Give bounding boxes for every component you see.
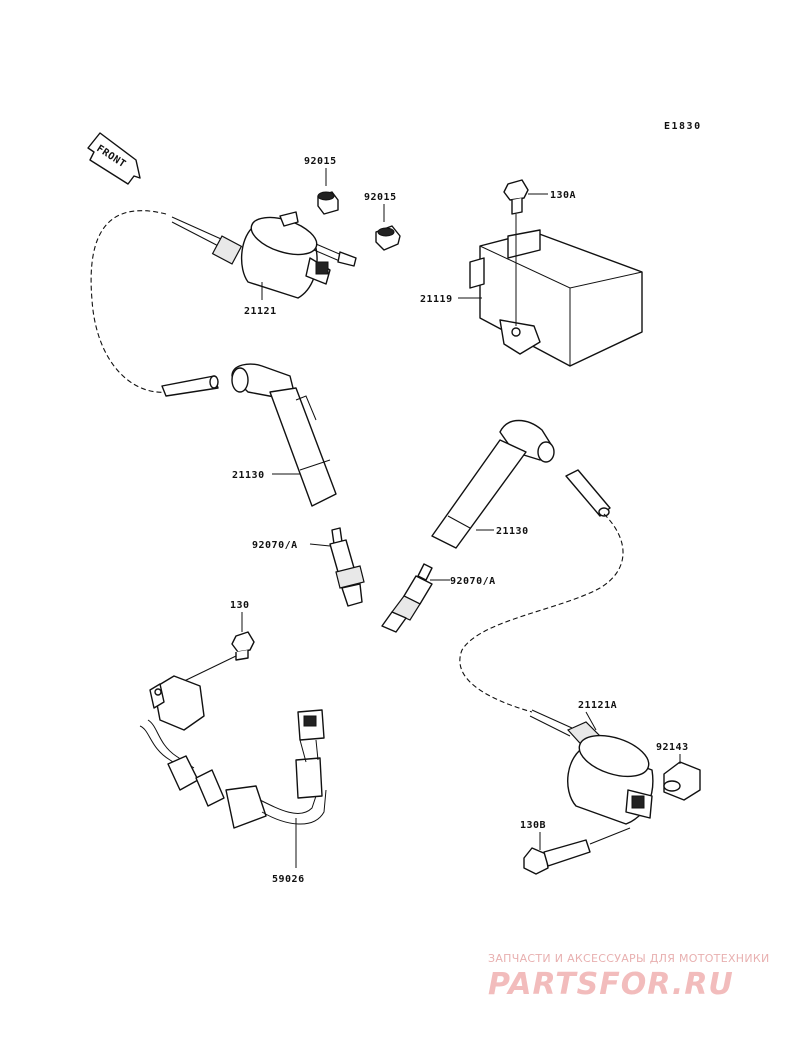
bolt-130a[interactable] bbox=[503, 179, 529, 215]
bolt-130[interactable] bbox=[231, 631, 255, 661]
ignition-coil-front[interactable] bbox=[171, 210, 357, 299]
label-21130-front: 21130 bbox=[232, 470, 265, 481]
plug-cap-front[interactable] bbox=[231, 363, 337, 507]
label-92015-lower: 92015 bbox=[364, 192, 397, 203]
nut-92015-lower[interactable] bbox=[375, 225, 401, 251]
wire-harness[interactable] bbox=[139, 675, 327, 829]
watermark-logo: PARTSFOR.RU bbox=[488, 967, 734, 1002]
igniter-unit[interactable] bbox=[469, 229, 643, 367]
label-21121a: 21121A bbox=[578, 700, 617, 711]
ignition-coil-rear[interactable] bbox=[529, 709, 654, 825]
front-arrow-icon: FRONT bbox=[87, 132, 141, 185]
label-130b: 130B bbox=[520, 820, 546, 831]
label-130: 130 bbox=[230, 600, 250, 611]
spark-plug-rear[interactable] bbox=[381, 563, 433, 633]
label-21121: 21121 bbox=[244, 306, 277, 317]
diagram-code: E1830 bbox=[664, 121, 702, 132]
bolt-130b[interactable] bbox=[523, 839, 591, 875]
label-92015-upper: 92015 bbox=[304, 156, 337, 167]
label-92070a-rear: 92070/A bbox=[450, 576, 496, 587]
nut-92015-upper[interactable] bbox=[317, 191, 339, 215]
label-21119: 21119 bbox=[420, 294, 453, 305]
rear-lead-sleeve bbox=[565, 469, 611, 517]
label-92070a-front: 92070/A bbox=[252, 540, 298, 551]
front-lead-sleeve bbox=[161, 375, 219, 397]
label-21130-rear: 21130 bbox=[496, 526, 529, 537]
spark-plug-front[interactable] bbox=[329, 527, 365, 607]
front-ht-lead bbox=[90, 210, 169, 393]
label-92143: 92143 bbox=[656, 742, 689, 753]
label-130a: 130A bbox=[550, 190, 576, 201]
rear-ht-lead bbox=[459, 513, 624, 713]
plug-cap-rear[interactable] bbox=[431, 419, 555, 549]
watermark-tagline: ЗАПЧАСТИ И АКСЕССУАРЫ ДЛЯ МОТОТЕХНИКИ bbox=[488, 952, 770, 965]
collar-92143[interactable] bbox=[663, 761, 701, 801]
label-59026: 59026 bbox=[272, 874, 305, 885]
